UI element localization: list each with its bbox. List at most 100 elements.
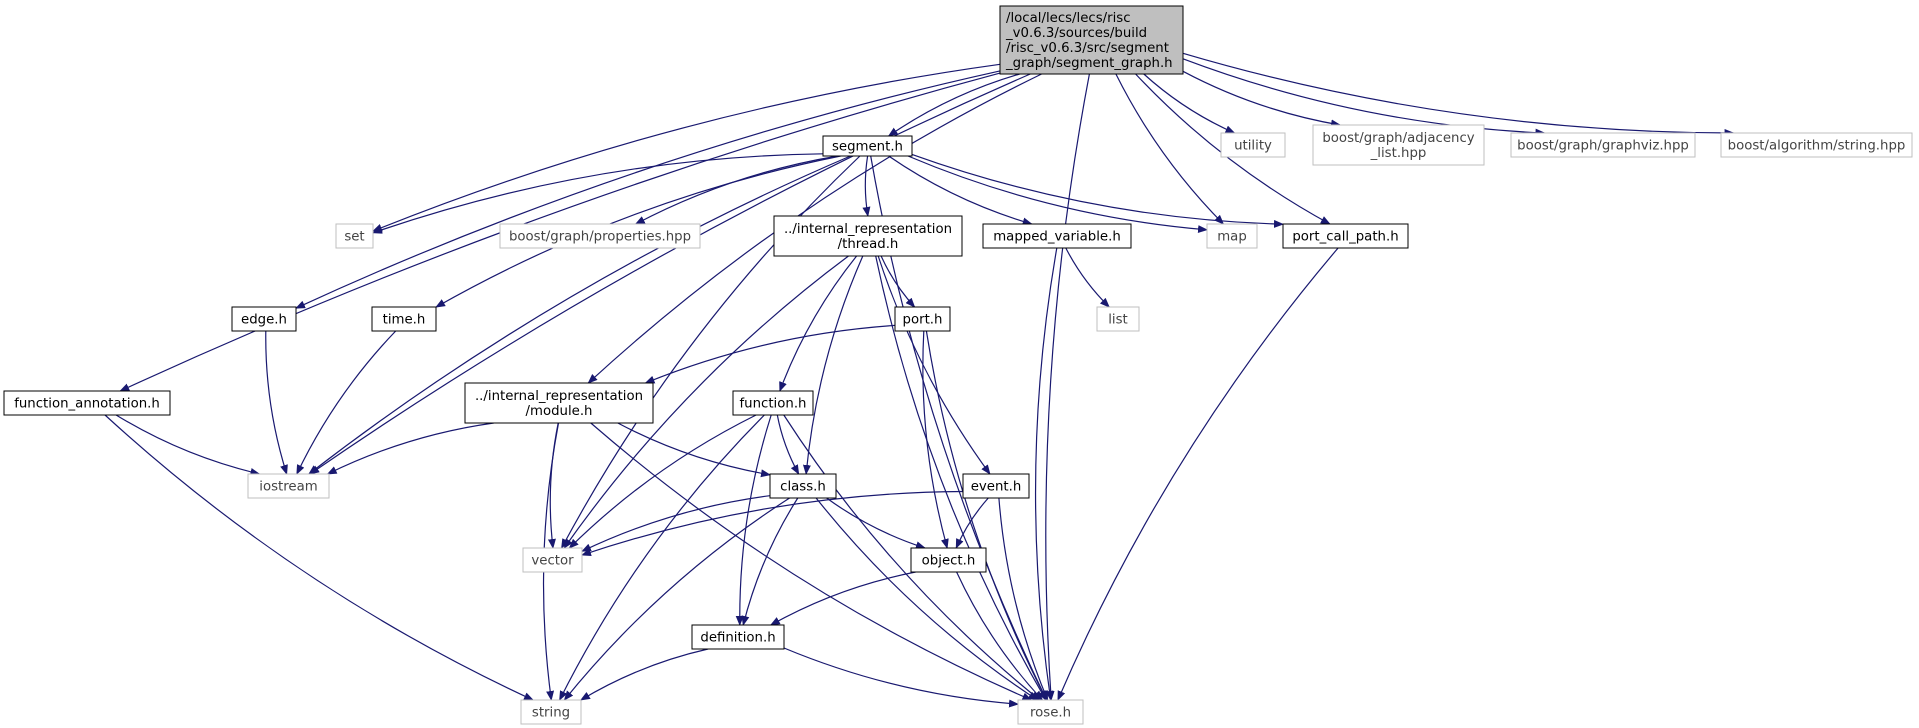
node-map: map	[1206, 223, 1258, 249]
edge-function-to-rose	[783, 414, 1041, 701]
node-definition[interactable]: definition.h	[691, 624, 785, 650]
node-properties-label-line: boost/graph/properties.hpp	[509, 230, 691, 245]
node-root-label-line: /risc_v0.6.3/src/segment	[1006, 41, 1169, 56]
edge-root-to-edge	[295, 70, 1001, 309]
node-string: string	[520, 699, 582, 725]
node-function-label-line: function.h	[740, 397, 807, 412]
node-event-label-line: event.h	[971, 480, 1022, 495]
node-algostring: boost/algorithm/string.hpp	[1720, 132, 1913, 158]
node-rose-box	[1017, 699, 1084, 725]
node-edge[interactable]: edge.h	[231, 306, 297, 332]
node-thread-label-line: /thread.h	[838, 237, 899, 252]
node-vector: vector	[522, 547, 583, 573]
edge-segment-to-properties	[634, 155, 838, 225]
node-iostream: iostream	[247, 473, 330, 499]
node-thread-box	[773, 215, 963, 257]
edge-function-to-definition	[735, 414, 772, 626]
edge-funcann-to-string	[104, 414, 534, 701]
node-class[interactable]: class.h	[769, 473, 837, 499]
node-port-label-line: port.h	[903, 313, 943, 328]
edge-class-to-rose	[815, 497, 1039, 701]
node-properties: boost/graph/properties.hpp	[499, 223, 701, 249]
node-algostring-label-line: boost/algorithm/string.hpp	[1728, 139, 1906, 154]
edge-object-to-definition	[769, 571, 916, 626]
node-mapped[interactable]: mapped_variable.h	[982, 223, 1132, 249]
node-segment-label-line: segment.h	[832, 140, 903, 155]
node-root[interactable]: /local/lecs/lecs/risc_v0.6.3/sources/bui…	[999, 5, 1184, 75]
node-module-box	[464, 382, 654, 424]
node-thread-label-line: ../internal_representation	[784, 222, 952, 237]
node-vector-box	[522, 547, 583, 573]
edge-root-to-rose	[1045, 73, 1090, 701]
edge-root-to-map	[1115, 73, 1225, 225]
edge-segment-to-mapped	[888, 155, 1033, 226]
node-funcann-box	[3, 390, 171, 416]
edge-root-to-algostring	[1182, 52, 1735, 137]
node-module[interactable]: ../internal_representation/module.h	[464, 382, 654, 424]
edge-edge-to-iostream	[265, 330, 288, 475]
edge-class-to-string	[563, 497, 790, 701]
node-list-label-line: list	[1108, 313, 1128, 328]
node-set-box	[335, 223, 374, 249]
edge-funcann-to-iostream	[115, 414, 261, 476]
node-adjacency-label-line: _list.hpp	[1370, 146, 1427, 161]
edge-module-to-rose	[590, 422, 1033, 701]
node-portcall-box	[1282, 223, 1409, 249]
edge-thread-to-port	[880, 255, 916, 308]
node-adjacency-box	[1312, 124, 1485, 166]
node-portcall-label-line: port_call_path.h	[1292, 230, 1398, 245]
node-function[interactable]: function.h	[732, 390, 814, 416]
edge-function-to-string	[559, 414, 765, 701]
edge-thread-to-rose	[875, 255, 1047, 701]
node-segment[interactable]: segment.h	[822, 135, 913, 157]
node-utility-box	[1220, 132, 1286, 158]
edges-layer	[104, 52, 1735, 708]
edge-event-to-rose	[998, 497, 1049, 701]
node-graphviz-box	[1510, 132, 1696, 158]
edge-object-to-rose	[956, 571, 1044, 701]
node-mapped-label-line: mapped_variable.h	[993, 230, 1121, 245]
node-adjacency: boost/graph/adjacency_list.hpp	[1312, 124, 1485, 166]
edge-module-to-iostream	[326, 422, 494, 475]
node-class-label-line: class.h	[780, 480, 826, 495]
edge-port-to-module	[644, 324, 896, 384]
node-portcall[interactable]: port_call_path.h	[1282, 223, 1409, 249]
edge-event-to-object	[955, 497, 989, 549]
node-edge-box	[231, 306, 297, 332]
node-port[interactable]: port.h	[894, 306, 951, 332]
node-map-box	[1206, 223, 1258, 249]
node-root-label-line: /local/lecs/lecs/risc	[1006, 11, 1131, 26]
node-time[interactable]: time.h	[371, 306, 437, 332]
edge-segment-to-vector	[561, 155, 861, 549]
edge-thread-to-class	[802, 255, 864, 475]
edge-module-to-vector	[547, 422, 559, 549]
node-event-box	[962, 473, 1030, 499]
node-funcann[interactable]: function_annotation.h	[3, 390, 171, 416]
node-algostring-box	[1720, 132, 1913, 158]
node-adjacency-label-line: boost/graph/adjacency	[1322, 131, 1474, 146]
node-iostream-box	[247, 473, 330, 499]
edge-event-to-vector	[581, 490, 964, 557]
edge-thread-to-vector	[563, 255, 849, 549]
node-root-label-line: _graph/segment_graph.h	[1005, 56, 1173, 71]
node-event[interactable]: event.h	[962, 473, 1030, 499]
node-vector-label-line: vector	[531, 554, 574, 569]
edge-class-to-definition	[741, 497, 799, 626]
edge-root-to-graphviz	[1182, 58, 1546, 137]
node-properties-box	[499, 223, 701, 249]
node-mapped-box	[982, 223, 1132, 249]
node-function-box	[732, 390, 814, 416]
node-list: list	[1096, 306, 1140, 332]
edge-function-to-vector	[568, 414, 757, 549]
edge-class-to-vector	[581, 495, 771, 552]
node-segment-box	[822, 135, 913, 157]
node-time-label-line: time.h	[383, 313, 426, 328]
edge-root-to-set	[372, 63, 1001, 232]
node-thread[interactable]: ../internal_representation/thread.h	[773, 215, 963, 257]
node-iostream-label-line: iostream	[259, 480, 317, 495]
node-definition-label-line: definition.h	[700, 631, 775, 646]
node-object-label-line: object.h	[922, 554, 976, 569]
node-object[interactable]: object.h	[910, 547, 987, 573]
node-string-label-line: string	[532, 706, 570, 721]
